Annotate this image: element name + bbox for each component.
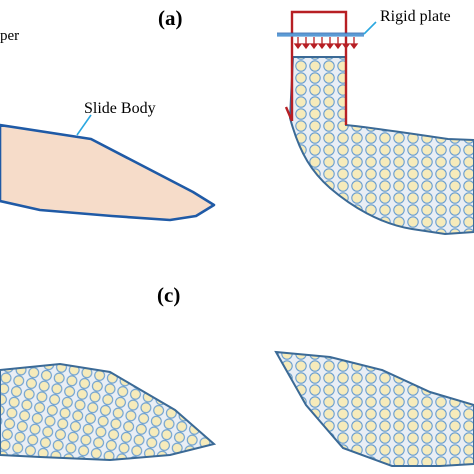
rigid-plate-callout-line	[363, 21, 377, 35]
slide-body-callout-line	[76, 114, 92, 136]
container-lower-edge	[284, 106, 294, 122]
rigid-plate-label: Rigid plate	[380, 8, 451, 25]
granular-body-right	[274, 350, 474, 467]
pressure-arrows	[293, 37, 359, 50]
panel-c-label: (c)	[157, 283, 181, 307]
container-box	[290, 10, 348, 125]
slide-body-label: Slide Body	[84, 100, 156, 117]
panel-a-label: (a)	[158, 6, 183, 30]
partial-left-label: per	[0, 28, 20, 44]
granular-body-left	[0, 362, 217, 462]
granular-runout-shape	[288, 56, 474, 236]
slide-body-shape	[0, 123, 216, 222]
